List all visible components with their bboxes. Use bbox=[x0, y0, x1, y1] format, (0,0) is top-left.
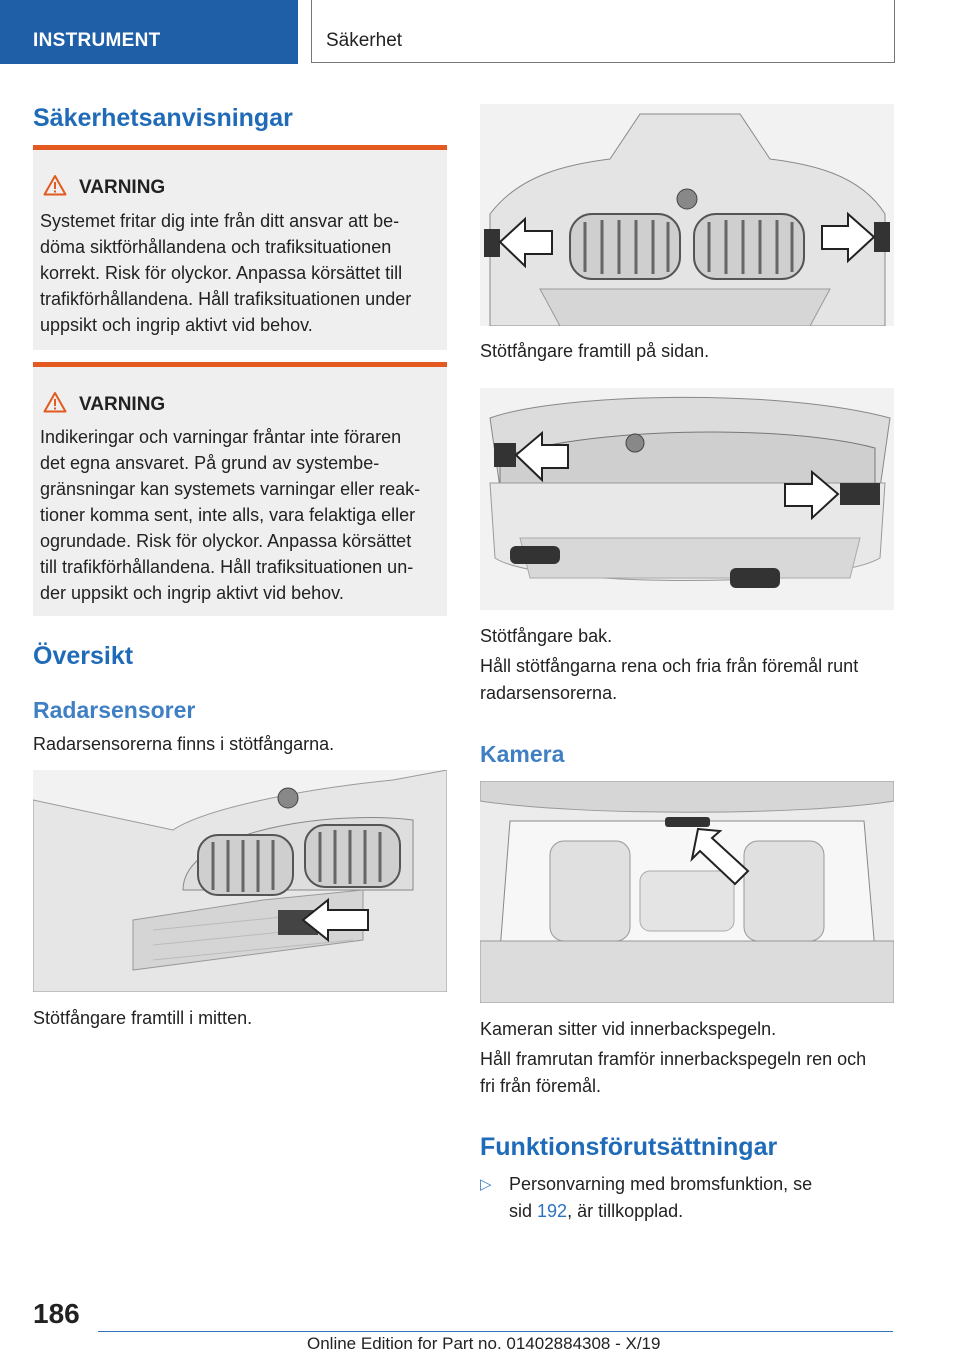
overview-heading: Översikt bbox=[33, 642, 134, 670]
requirement-text-after: , är tillkopplad. bbox=[567, 1201, 684, 1221]
requirement-text: Personvarning med bromsfunktion, se sid … bbox=[509, 1171, 812, 1225]
image-caption: Stötfångare framtill i mitten. bbox=[33, 1008, 253, 1028]
warning-text: Systemet fritar dig inte från ditt ansva… bbox=[40, 211, 412, 335]
image-caption: Stötfångare bak. bbox=[480, 626, 613, 646]
car-rear-illustration bbox=[480, 388, 894, 610]
page-title: Säkerhetsanvisningar bbox=[33, 104, 293, 132]
warning-text: Indikeringar och varningar fråntar inte … bbox=[40, 427, 421, 603]
car-front-side-illustration bbox=[480, 104, 894, 326]
image-front-bumper-middle bbox=[33, 770, 447, 992]
warning-triangle-icon bbox=[43, 175, 67, 196]
car-front-illustration bbox=[33, 770, 447, 992]
camera-heading: Kamera bbox=[480, 741, 565, 767]
image-front-bumper-side bbox=[480, 104, 894, 326]
footer-rule bbox=[98, 1331, 893, 1332]
warning-box-2: VARNING Indikeringar och varningar frånt… bbox=[33, 362, 447, 616]
requirement-text-before: Personvarning med bromsfunktion, se sid bbox=[509, 1174, 813, 1221]
camera-caption: Kameran sitter vid innerbackspegeln. bbox=[480, 1019, 777, 1039]
image-camera bbox=[480, 781, 894, 1003]
car-interior-illustration bbox=[480, 781, 894, 1003]
edition-text: Online Edition for Part no. 01402884308 … bbox=[307, 1334, 661, 1353]
warning-box-1: VARNING Systemet fritar dig inte från di… bbox=[33, 145, 447, 350]
keep-clean-text: Håll stötfångarna rena och fria från för… bbox=[480, 656, 859, 703]
section-tab: INSTRUMENT bbox=[0, 0, 298, 64]
page-number: 186 bbox=[33, 1298, 80, 1329]
section-label: INSTRUMENT bbox=[33, 30, 161, 51]
chapter-header: Säkerhet bbox=[311, 0, 895, 63]
warning-triangle-icon bbox=[43, 392, 67, 413]
radar-text: Radarsensorerna finns i stötfångarna. bbox=[33, 734, 335, 754]
bullet-triangle-icon: ▷ bbox=[480, 1176, 492, 1193]
image-rear-bumper bbox=[480, 388, 894, 610]
requirements-heading: Funktionsförutsättningar bbox=[480, 1133, 778, 1161]
page-link[interactable]: 192 bbox=[537, 1201, 568, 1221]
chapter-label: Säkerhet bbox=[326, 30, 403, 51]
radar-heading: Radarsensorer bbox=[33, 697, 196, 723]
warning-label: VARNING bbox=[79, 177, 166, 198]
image-caption: Stötfångare framtill på sidan. bbox=[480, 341, 710, 361]
warning-label: VARNING bbox=[79, 394, 166, 415]
camera-text: Håll framrutan framför innerbackspegeln … bbox=[480, 1049, 867, 1096]
